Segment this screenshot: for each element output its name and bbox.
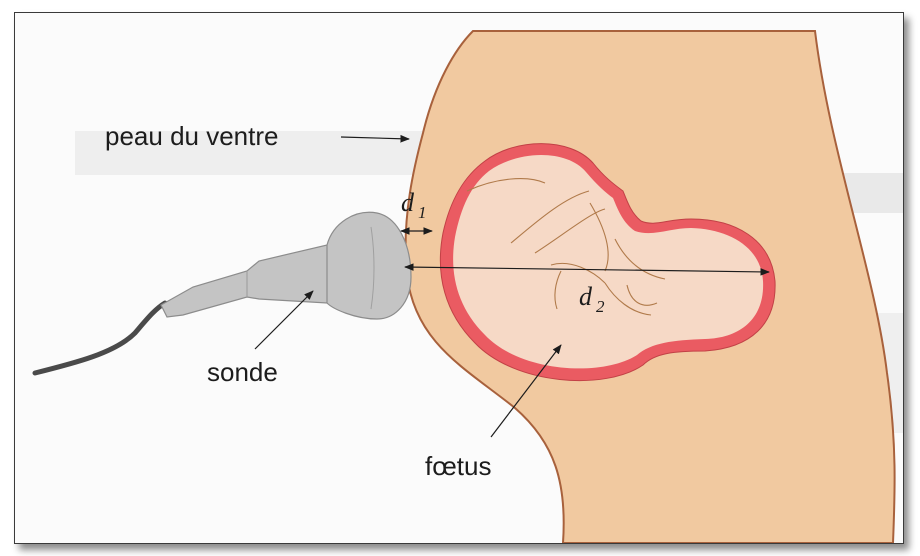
- fetus-label: fœtus: [425, 451, 491, 481]
- svg-text:d: d: [401, 188, 415, 217]
- svg-text:d: d: [579, 282, 593, 311]
- skin-label: peau du ventre: [105, 121, 278, 151]
- svg-text:1: 1: [418, 203, 427, 222]
- diagram-frame: peau du ventre sonde fœtus d 1 d 2: [14, 12, 904, 544]
- probe-cable: [35, 303, 165, 373]
- ultrasound-diagram: peau du ventre sonde fœtus d 1 d 2: [15, 13, 903, 543]
- probe-label: sonde: [207, 357, 278, 387]
- svg-text:2: 2: [596, 297, 605, 316]
- ultrasound-probe: [161, 212, 411, 319]
